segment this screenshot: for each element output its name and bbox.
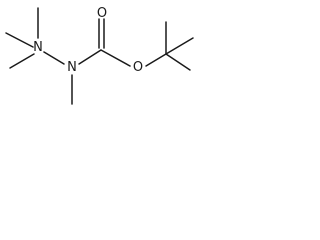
bond-quaternary-methyl-down <box>165 53 191 71</box>
atom-o-carbonyl: O <box>97 6 107 21</box>
bond-quaternary-methyl-right <box>165 37 194 55</box>
bond-methyl1-n1 <box>5 32 34 48</box>
bond-carbonyl-carbon-o-ester <box>100 49 131 67</box>
bond-n1-methyl3 <box>9 53 35 69</box>
chemical-structure: N N O O <box>5 6 194 105</box>
bond-n2-carbonyl-carbon <box>78 49 102 65</box>
bond-n1-n2 <box>43 51 65 65</box>
atom-n-methyl: N <box>67 60 77 75</box>
bonds <box>5 7 194 105</box>
atom-n-dimethyl: N <box>33 40 43 55</box>
atom-o-ester: O <box>133 60 143 75</box>
atom-labels: N N O O <box>33 6 143 75</box>
bond-o-ester-quaternary-carbon <box>145 53 167 67</box>
